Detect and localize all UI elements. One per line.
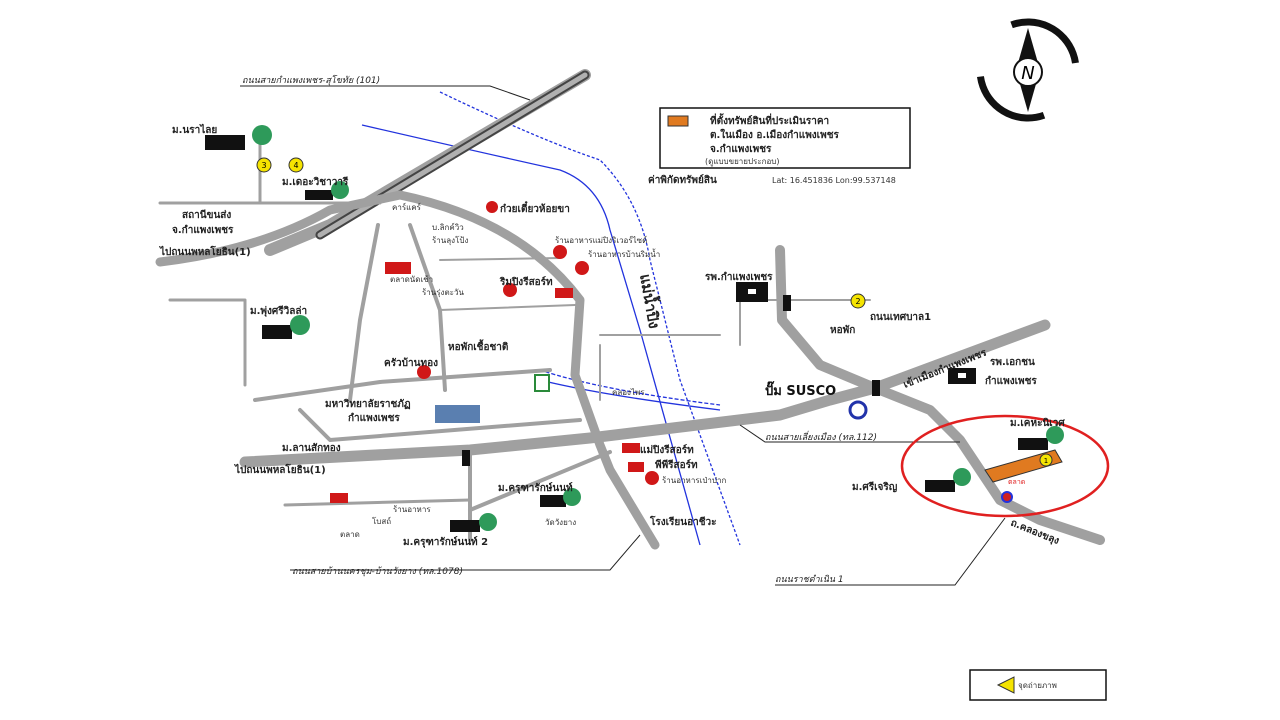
village-icon — [205, 135, 245, 150]
marker-4-label: 4 — [293, 161, 298, 170]
camera-direction-icon — [996, 676, 1015, 694]
river-ping — [361, 91, 741, 546]
building-icons — [205, 125, 1064, 532]
seven-eleven-icon — [534, 374, 550, 392]
place-store-2: ร้านลุงโป้ง — [432, 235, 468, 245]
tree-icon — [252, 125, 272, 145]
place-kheha: ม.เคหะนิเวศ — [1010, 417, 1065, 429]
traffic-light-icon — [872, 380, 880, 396]
tree-icon — [563, 488, 581, 506]
university-icon — [435, 405, 480, 423]
place-university: มหาวิทยาลัยราชภัฏ — [325, 398, 411, 410]
village-icon — [450, 520, 480, 532]
road-label-thesaban: ถนนเทศบาล1 — [870, 312, 931, 323]
tree-icon — [331, 181, 349, 199]
place-wat: วัดวังยาง — [545, 518, 576, 527]
restaurant-icons — [330, 201, 659, 503]
place-shop-a: ตลาดนัดเช้า — [390, 275, 433, 284]
place-dorm2: หอพัก — [830, 324, 855, 336]
place-shop-b: ร้านรุ่งตะวัน — [422, 288, 464, 297]
place-pp-resort: พีพีรีสอร์ท — [655, 459, 698, 471]
road-label-112: ถนนสายเลี่ยงเมือง (ทล.112) — [765, 430, 877, 443]
road-label-1078: ถนนสายบ้านนครชุม-บ้านวังยาง (ทล.1078) — [292, 566, 463, 577]
police-icon — [1001, 491, 1013, 503]
place-private-hospital-city: กำแพงเพชร — [985, 375, 1037, 387]
place-bus-station: สถานีขนส่ง — [182, 209, 231, 221]
village-icon — [1018, 438, 1048, 450]
place-kruta-2: ม.ครุฑารักษ์นนท์ 2 — [403, 536, 488, 548]
place-susco: ปั๊ม SUSCO — [765, 381, 836, 399]
roads — [155, 69, 1105, 550]
place-paopak: ร้านอาหารเป่าปาก — [662, 476, 726, 485]
place-kruta-1: ม.ครุฑารักษ์นนท์ — [498, 482, 573, 494]
place-red-label: ตลาด — [1008, 478, 1025, 486]
marker-4[interactable] — [288, 157, 304, 173]
marker-1[interactable] — [1039, 453, 1053, 467]
traffic-light-icon — [462, 450, 470, 466]
tree-icon — [1046, 426, 1064, 444]
legend-box: ที่ตั้งทรัพย์สินที่ประเมินราคา ต.ในเมือง… — [659, 107, 911, 169]
legend-line-4: (ดูแบบขยายประกอบ) — [705, 157, 779, 167]
place-bus-station-province: จ.กำแพงเพชร — [172, 224, 234, 236]
village-icon — [925, 480, 955, 492]
place-kitchen: ครัวบ้านทอง — [384, 357, 438, 369]
marker-1-label: 1 — [1044, 457, 1048, 465]
legend-swatch — [667, 115, 689, 127]
place-school: โรงเรียนอาชีวะ — [649, 515, 717, 528]
legend-line-1: ที่ตั้งทรัพย์สินที่ประเมินราคา — [710, 113, 829, 127]
coordinates-label: ค่าพิกัดทรัพย์สิน — [648, 174, 717, 186]
road-label-101: ถนนสายกำแพงเพชร-สุโขทัย (101) — [242, 74, 380, 86]
place-resort-c: ริมปิงรีสอร์ท — [499, 276, 553, 288]
photo-point-label: จุดถ่ายภาพ — [1018, 681, 1057, 690]
place-the-village: ม.เดอะวิชาวารี — [282, 176, 349, 188]
road-label-ratchadamnoen: ถนนราชดำเนิน 1 — [775, 574, 844, 585]
north-label: N — [1021, 63, 1034, 84]
place-maeping-resort: แม่ปิงรีสอร์ท — [640, 444, 694, 456]
place-lansak: ม.ลานสักทอง — [282, 442, 341, 454]
marker-2-label: 2 — [855, 297, 860, 306]
canal-label: คลองไพร — [612, 388, 645, 397]
place-noodle: ก๋วยเตี๋ยวห้อยขา — [500, 201, 570, 215]
marker-2[interactable] — [850, 293, 866, 309]
road-label-to-phahon-2: ไปถนนพหลโยธิน(1) — [234, 463, 326, 476]
legend-line-3: จ.กำแพงเพชร — [710, 143, 772, 155]
village-icon — [540, 495, 566, 507]
traffic-light-icon — [783, 295, 791, 311]
village-icon — [262, 325, 292, 339]
tree-icon — [479, 513, 497, 531]
place-market-small: ตลาด — [340, 530, 360, 539]
place-carcare: คาร์แคร์ — [392, 202, 422, 212]
place-private-hospital: รพ.เอกชน — [990, 357, 1035, 368]
place-store-1: บ.ลิกค์วิว — [432, 222, 464, 232]
north-arrow-compass: N — [976, 18, 1080, 122]
tree-icon — [290, 315, 310, 335]
place-rest-2: ร้านอาหารบ้านริมน้ำ — [588, 248, 660, 259]
place-rest-1: ร้านอาหารแม่ปิงริเวอร์ไซด์ — [555, 235, 647, 245]
tree-icon — [953, 468, 971, 486]
marker-3-label: 3 — [261, 161, 266, 170]
legend-line-2: ต.ในเมือง อ.เมืองกำแพงเพชร — [710, 128, 839, 141]
fuel-station-icon — [848, 400, 868, 420]
place-church: โบสถ์ — [372, 516, 391, 526]
place-university-city: กำแพงเพชร — [348, 412, 400, 424]
leader-lines — [240, 85, 1006, 586]
river-label: แม่น้ำปิง — [636, 272, 666, 330]
place-hospital: รพ.กำแพงเพชร — [705, 271, 773, 283]
road-main-curve — [155, 190, 660, 550]
place-shop-small: ร้านอาหาร — [393, 505, 431, 514]
photo-point-legend: จุดถ่ายภาพ — [969, 669, 1107, 701]
coordinates-value: Lat: 16.451836 Lon:99.537148 — [772, 176, 896, 185]
village-icon — [305, 190, 333, 200]
place-dorm: หอพักเชื้อชาติ — [448, 339, 508, 353]
marker-3[interactable] — [256, 157, 272, 173]
road-label-to-phahon-1: ไปถนนพหลโยธิน(1) — [159, 245, 251, 258]
property-highlight-circle — [900, 414, 1110, 518]
road-bypass — [775, 245, 1105, 545]
place-naralai: ม.นราไลย — [172, 123, 217, 136]
place-villa: ม.พุ่งศรีวิลล่า — [250, 305, 307, 317]
place-sricharoen: ม.ศรีเจริญ — [852, 481, 898, 493]
